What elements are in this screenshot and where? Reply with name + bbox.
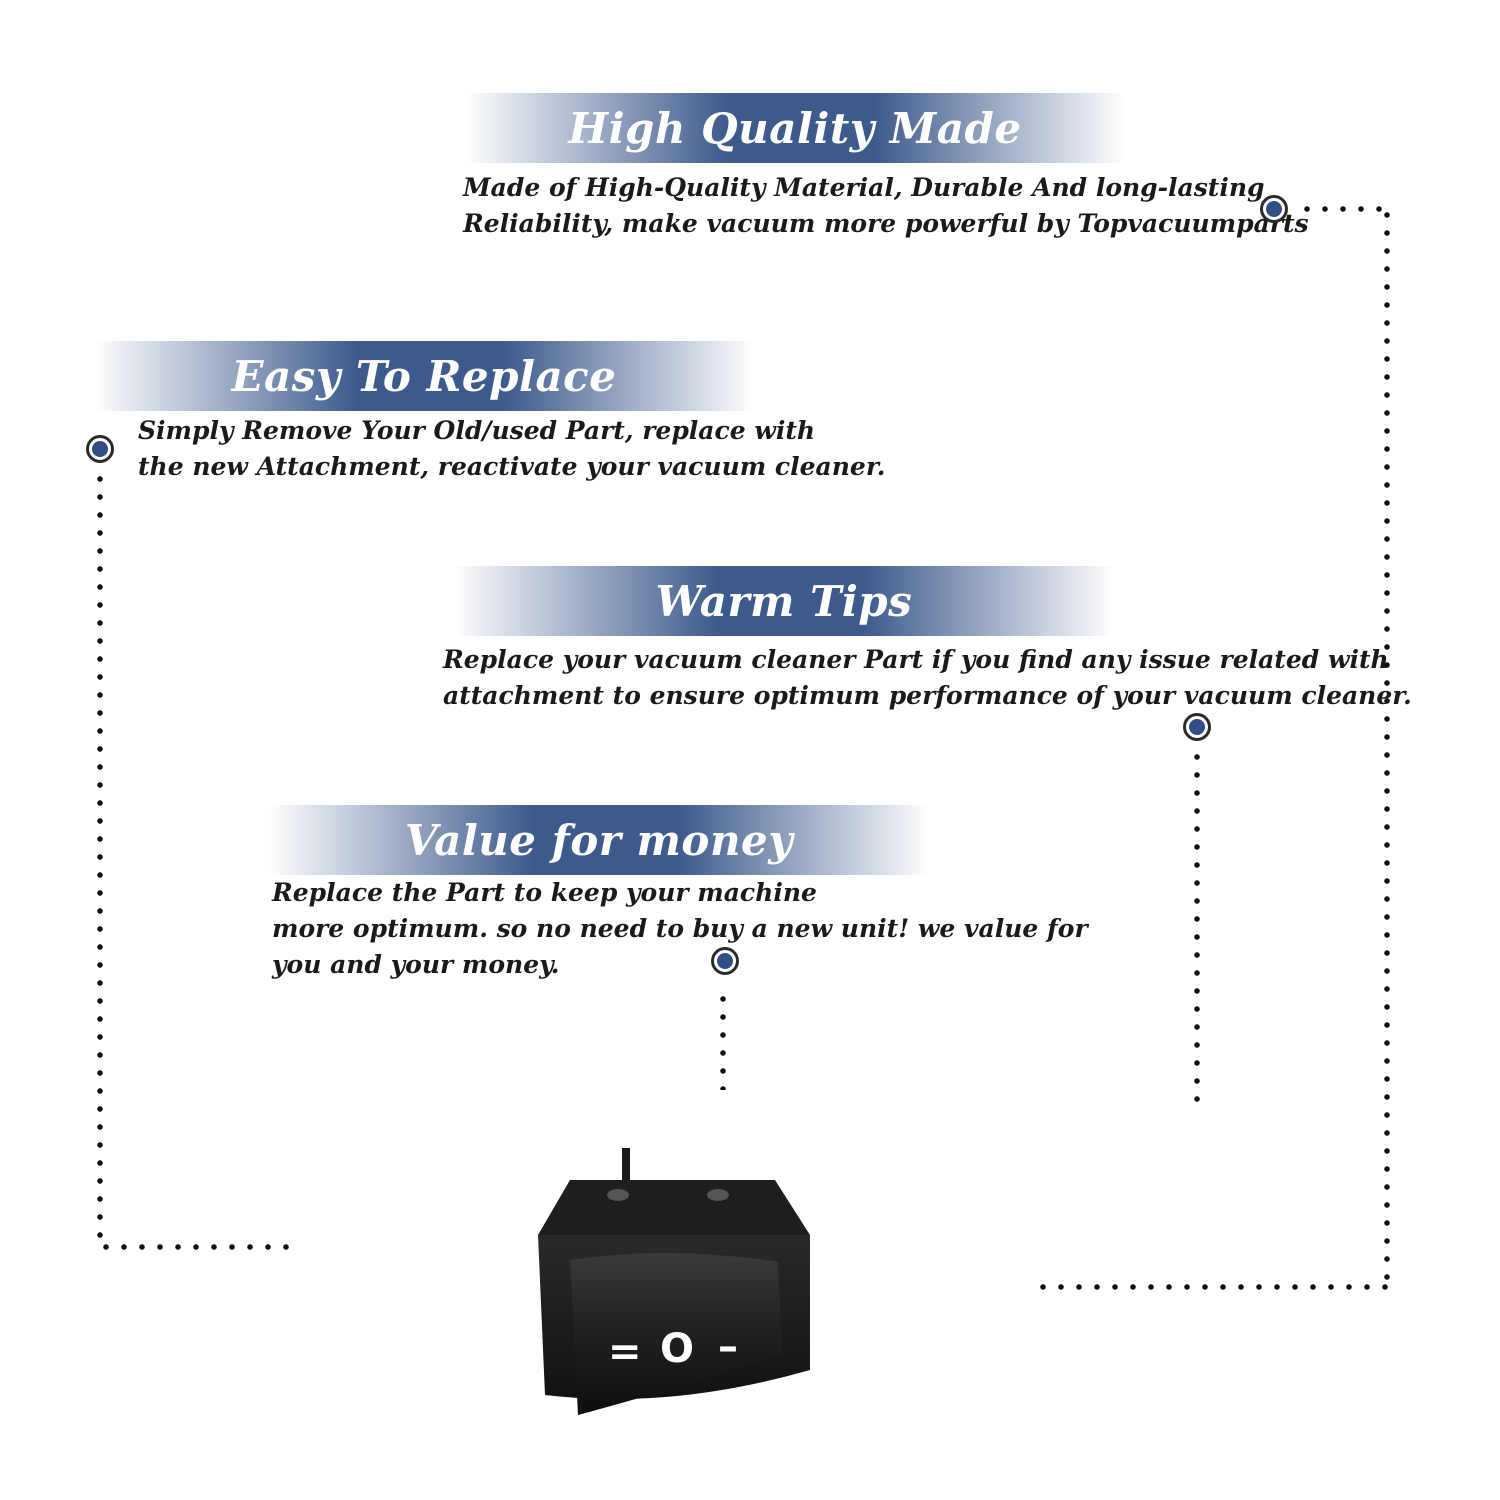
dotted-connector (97, 1244, 301, 1250)
switch-symbol: = (608, 1329, 642, 1375)
switch-symbol: – (718, 1324, 738, 1370)
marker-icon (1183, 713, 1211, 741)
section-title: High Quality Made (568, 103, 1022, 153)
description-line: Made of High-Quality Material, Durable A… (463, 173, 1265, 202)
section-description: Replace the Part to keep your machine mo… (272, 875, 1088, 983)
description-line: you and your money. (272, 950, 560, 979)
banner-easy-replace: Easy To Replace (93, 341, 755, 411)
description-line: Simply Remove Your Old/used Part, replac… (138, 416, 816, 445)
description-line: the new Attachment, reactivate your vacu… (138, 452, 886, 481)
switch-symbol: O (660, 1326, 694, 1372)
description-line: more optimum. so no need to buy a new un… (272, 914, 1088, 943)
description-line: attachment to ensure optimum performance… (443, 681, 1412, 710)
section-title: Easy To Replace (231, 351, 617, 401)
banner-warm-tips: Warm Tips (453, 566, 1115, 636)
section-description: Simply Remove Your Old/used Part, replac… (138, 413, 885, 485)
rocker-switch-image: = O – (520, 1140, 830, 1430)
section-title: Warm Tips (655, 576, 913, 626)
banner-high-quality: High Quality Made (465, 93, 1125, 163)
dotted-connector (97, 470, 103, 1250)
rocker-switch-icon: = O – (538, 1148, 810, 1415)
section-description: Replace your vacuum cleaner Part if you … (443, 642, 1412, 714)
section-title: Value for money (404, 815, 794, 865)
banner-value-money: Value for money (268, 805, 930, 875)
section-description: Made of High-Quality Material, Durable A… (463, 170, 1309, 242)
dotted-connector (720, 990, 726, 1090)
dotted-connector (1194, 748, 1200, 1108)
dotted-connector (1384, 206, 1390, 1292)
marker-icon (1260, 195, 1288, 223)
description-line: Replace your vacuum cleaner Part if you … (443, 645, 1389, 674)
marker-icon (711, 947, 739, 975)
description-line: Replace the Part to keep your machine (272, 878, 817, 907)
description-line: Reliability, make vacuum more powerful b… (463, 209, 1309, 238)
dotted-connector (1034, 1284, 1390, 1290)
dotted-connector (1298, 206, 1390, 212)
marker-icon (86, 435, 114, 463)
